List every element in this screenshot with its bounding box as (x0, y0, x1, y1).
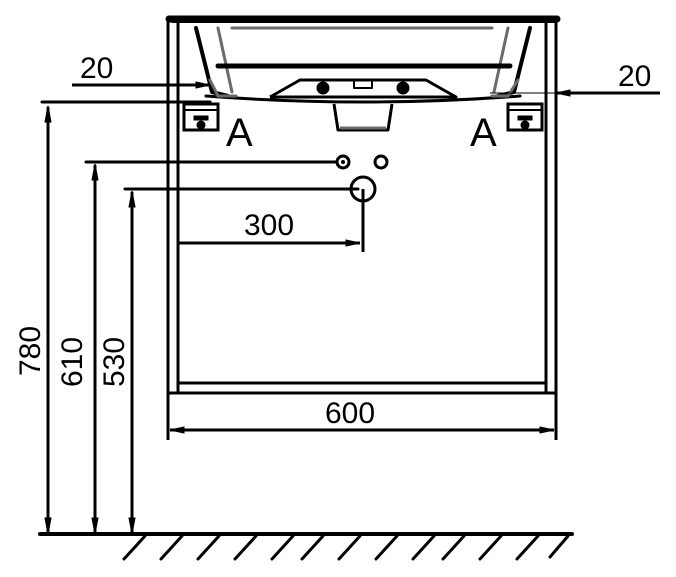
basin-bowl (194, 26, 532, 104)
dim-heights (40, 100, 360, 536)
floor-line (38, 532, 574, 561)
dim-drain-offset-label: 300 (244, 209, 295, 242)
section-label-left: A (226, 111, 253, 155)
dim-height-supply-label: 610 (56, 336, 89, 387)
dim-cabinet-width (169, 426, 555, 434)
section-label-right: A (470, 111, 497, 155)
supply-right-icon (373, 154, 389, 170)
dim-left-offset-label: 20 (80, 52, 114, 85)
dim-right-offset-label: 20 (618, 60, 652, 93)
dim-cabinet-width-label: 600 (325, 397, 376, 430)
dim-height-top-label: 780 (14, 325, 47, 376)
dim-left-offset (72, 81, 211, 89)
basin-underside (269, 78, 458, 132)
dim-drain-offset (178, 239, 361, 247)
basin-top (165, 15, 561, 23)
cabinet-frame (166, 22, 558, 440)
dim-right-offset (490, 89, 660, 97)
bracket-right (506, 102, 544, 132)
bracket-left (182, 102, 220, 132)
plumbing-connections (335, 154, 389, 252)
dim-height-drain-label: 530 (98, 336, 131, 387)
